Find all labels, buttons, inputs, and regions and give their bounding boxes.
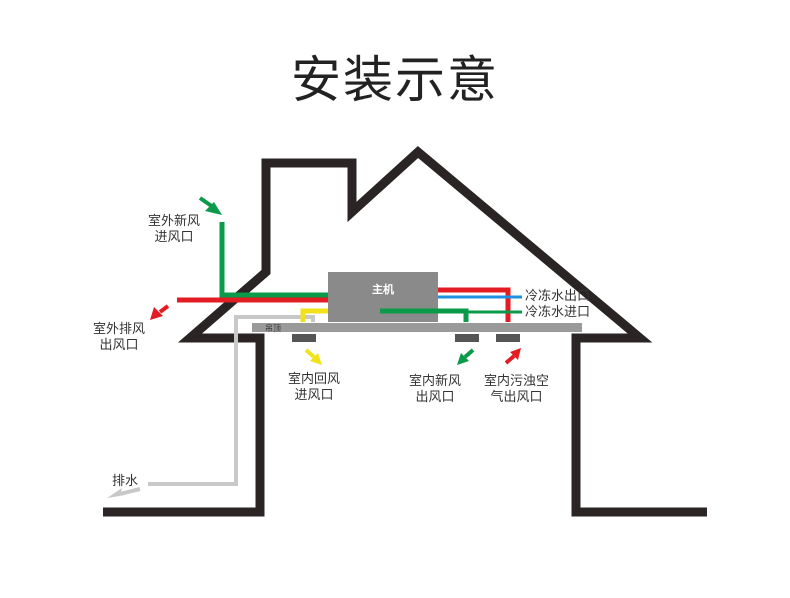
drain-arrow-tail (119, 487, 141, 496)
label-outdoor-fresh-air-in: 室外新风 进风口 (148, 214, 200, 246)
label-indoor-return-air-in: 室内回风 进风口 (288, 372, 340, 404)
return-air-duct (300, 308, 328, 322)
fresh-air-duct-in (219, 222, 328, 298)
label-line-1: 室内回风 (288, 372, 341, 387)
label-drain: 排水 (112, 474, 139, 489)
label-outdoor-exhaust-out: 室外排风 出风口 (93, 322, 145, 354)
exhaust-out-arrow-icon (150, 307, 163, 320)
label-line-2: 出风口 (415, 390, 455, 405)
fresh-air-vent (455, 334, 479, 342)
label-indoor-dirty-air-out: 室内污浊空 气出风口 (484, 374, 549, 406)
drain-arrow-icon (107, 488, 122, 498)
ceiling-label: 吊顶 (265, 324, 281, 333)
label-line-1: 室内污浊空 (484, 374, 550, 389)
label-indoor-fresh-air-out: 室内新风 出风口 (409, 374, 461, 406)
fresh-air-in-arrow-icon (205, 202, 222, 215)
host-unit (328, 272, 438, 322)
exhaust-out-arrow-tail (158, 304, 170, 314)
page-title: 安装示意 (291, 51, 499, 109)
label-line-2: 气出风口 (490, 390, 543, 405)
drain-pipe (148, 315, 315, 486)
label-line-2: 出风口 (99, 338, 139, 353)
dirty-air-vent (496, 334, 520, 342)
return-air-arrow-icon (310, 353, 322, 365)
label-line-1: 室内新风 (409, 374, 462, 389)
return-air-arrow-tail (304, 348, 316, 359)
house-outline (103, 146, 707, 517)
label-chilled-water-in: 冷冻水进口 (525, 305, 591, 320)
dirty-air-arrow-tail (504, 354, 516, 365)
dirty-air-arrow-icon (510, 348, 521, 360)
host-unit-label: 主机 (372, 282, 394, 296)
label-line-1: 室外新风 (148, 214, 201, 229)
return-air-vent (292, 334, 316, 342)
fresh-air-out-arrow-icon (457, 353, 469, 365)
fresh-air-out-arrow-tail (463, 348, 475, 359)
ceiling-board (252, 323, 582, 332)
dirty-air-duct (438, 287, 511, 322)
label-line-2: 进风口 (154, 230, 194, 245)
label-chilled-water-out: 冷冻水出口 (525, 289, 591, 304)
label-line-2: 进风口 (294, 388, 334, 403)
label-line-1: 室外排风 (93, 322, 146, 337)
